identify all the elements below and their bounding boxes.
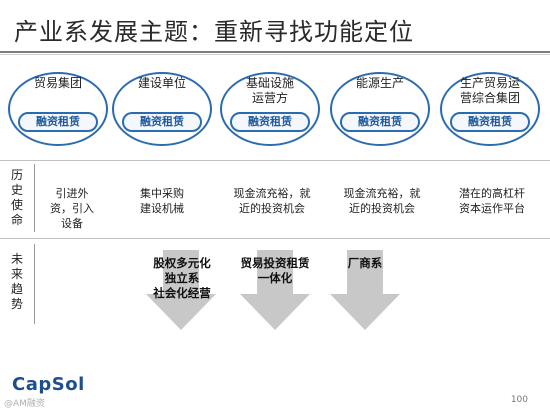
- history-cell: 引进外 资，引入 设备: [50, 187, 94, 230]
- financial-leasing-badge: 融资租赁: [18, 112, 98, 132]
- watermark: @AM融资: [4, 399, 45, 409]
- down-arrow: [240, 250, 310, 330]
- circle-label: 贸易集团: [33, 76, 82, 90]
- trend-text: 股权多元化 独立系 社会化经营: [153, 256, 211, 300]
- history-cell: 集中采购 建设机械: [140, 187, 184, 215]
- title-underline-thin: [0, 54, 550, 55]
- circle-label: 建设单位: [137, 76, 186, 90]
- page-title: 产业系发展主题：重新寻找功能定位: [14, 18, 414, 46]
- history-cell: 现金流充裕，就 近的投资机会: [343, 187, 421, 215]
- circle-label: 能源生产: [355, 76, 404, 90]
- financial-leasing-badge: 融资租赁: [450, 112, 530, 132]
- down-arrow: [330, 250, 400, 330]
- future-trend-label: 未 来 趋 势: [10, 252, 23, 311]
- capsol-logo: CapSol: [12, 374, 85, 395]
- financial-leasing-badge: 融资租赁: [122, 112, 202, 132]
- title-underline: [0, 51, 550, 53]
- circle-label: 基础设施 运营方: [245, 76, 294, 105]
- circle-energy: [330, 72, 430, 146]
- financial-leasing-badge: 融资租赁: [340, 112, 420, 132]
- page-number: 100: [510, 395, 528, 405]
- down-arrow: [146, 250, 216, 330]
- circle-construction: [112, 72, 212, 146]
- circle-infrastructure: [220, 72, 320, 146]
- circle-trade-group: [8, 72, 108, 146]
- row-separator: [34, 164, 35, 232]
- circle-integrated-group: [440, 72, 540, 146]
- row-separator: [34, 244, 35, 324]
- history-mission-label: 历 史 使 命: [10, 168, 23, 227]
- row-divider: [0, 160, 550, 161]
- trend-text: 贸易投资租赁 一体化: [240, 256, 310, 285]
- financial-leasing-badge: 融资租赁: [230, 112, 310, 132]
- history-cell: 潜在的高杠杆 资本运作平台: [459, 187, 525, 215]
- trend-text: 厂商系: [347, 256, 383, 270]
- row-divider: [0, 238, 550, 239]
- circle-label: 生产贸易运 营综合集团: [459, 76, 520, 105]
- history-cell: 现金流充裕，就 近的投资机会: [233, 187, 311, 215]
